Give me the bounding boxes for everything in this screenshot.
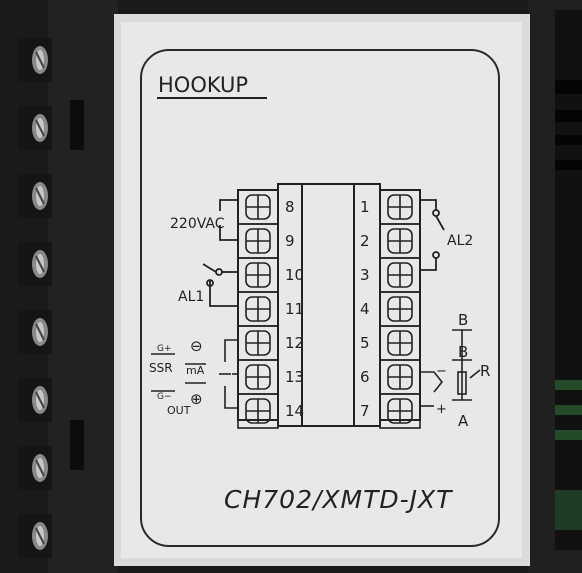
right-vent-slots [555, 80, 582, 530]
terminal-number: 13 [285, 368, 304, 386]
ma-label: mA [186, 364, 205, 377]
rtd-r-label: R [480, 362, 490, 380]
screw-terminal-strip [18, 38, 52, 558]
tc-plus-label: + [436, 402, 447, 417]
screw-icon [18, 242, 52, 286]
screw-icon [18, 514, 52, 558]
rtd-a-label: A [458, 412, 469, 430]
terminal-number: 6 [360, 368, 370, 386]
label-border [140, 49, 500, 547]
screw-icon [18, 378, 52, 422]
terminal-cell [237, 393, 279, 429]
terminal-number: 9 [285, 232, 295, 250]
mount-tab [70, 420, 84, 470]
al2-label: AL2 [447, 233, 473, 249]
power-label: 220VAC [170, 216, 225, 232]
power-wiring [219, 199, 238, 241]
al1-label: AL1 [178, 289, 204, 305]
hookup-title: HOOKUP [158, 73, 248, 97]
screw-icon [18, 446, 52, 490]
terminal-number: 5 [360, 334, 370, 352]
output-wiring [151, 339, 238, 409]
rtd-b2-label: B [458, 343, 468, 361]
terminal-number: 7 [360, 402, 370, 420]
left-bezel [48, 0, 118, 573]
right-terminal-numbers: 1 2 3 4 5 6 7 [360, 198, 370, 420]
terminal-number: 4 [360, 300, 370, 318]
label-sticker [121, 22, 522, 558]
right-edge [555, 10, 582, 550]
rtd-b1-label: B [458, 311, 468, 329]
terminal-number: 1 [360, 198, 370, 216]
terminal-cell [379, 393, 421, 429]
model-number: CH702/XMTD-JXT [224, 485, 453, 514]
screw-icon [18, 310, 52, 354]
ssr-label: SSR [149, 361, 173, 375]
tc-minus-label: − [436, 364, 447, 379]
terminal-number: 2 [360, 232, 370, 250]
plus-terminal-symbol: ⊕ [190, 390, 203, 408]
al1-wiring [202, 263, 238, 307]
terminal-number: 3 [360, 266, 370, 284]
terminal-number: 12 [285, 334, 304, 352]
right-terminal-cells [379, 189, 421, 429]
left-terminal-cells [237, 189, 279, 429]
terminal-number: 8 [285, 198, 295, 216]
ssr-g-minus: G− [157, 392, 172, 402]
screw-icon [18, 106, 52, 150]
screw-icon [18, 38, 52, 82]
mount-tab [70, 100, 84, 150]
left-terminal-numbers: 8 9 10 11 12 13 14 [285, 198, 304, 420]
terminal-number: 14 [285, 402, 304, 420]
ssr-g-plus: G+ [157, 344, 172, 354]
al2-wiring [420, 199, 445, 271]
minus-terminal-symbol: ⊖ [190, 337, 203, 355]
screw-icon [18, 174, 52, 218]
terminal-number: 11 [285, 300, 304, 318]
terminal-number: 10 [285, 266, 304, 284]
input-wiring [420, 329, 481, 407]
out-label: OUT [167, 404, 191, 417]
